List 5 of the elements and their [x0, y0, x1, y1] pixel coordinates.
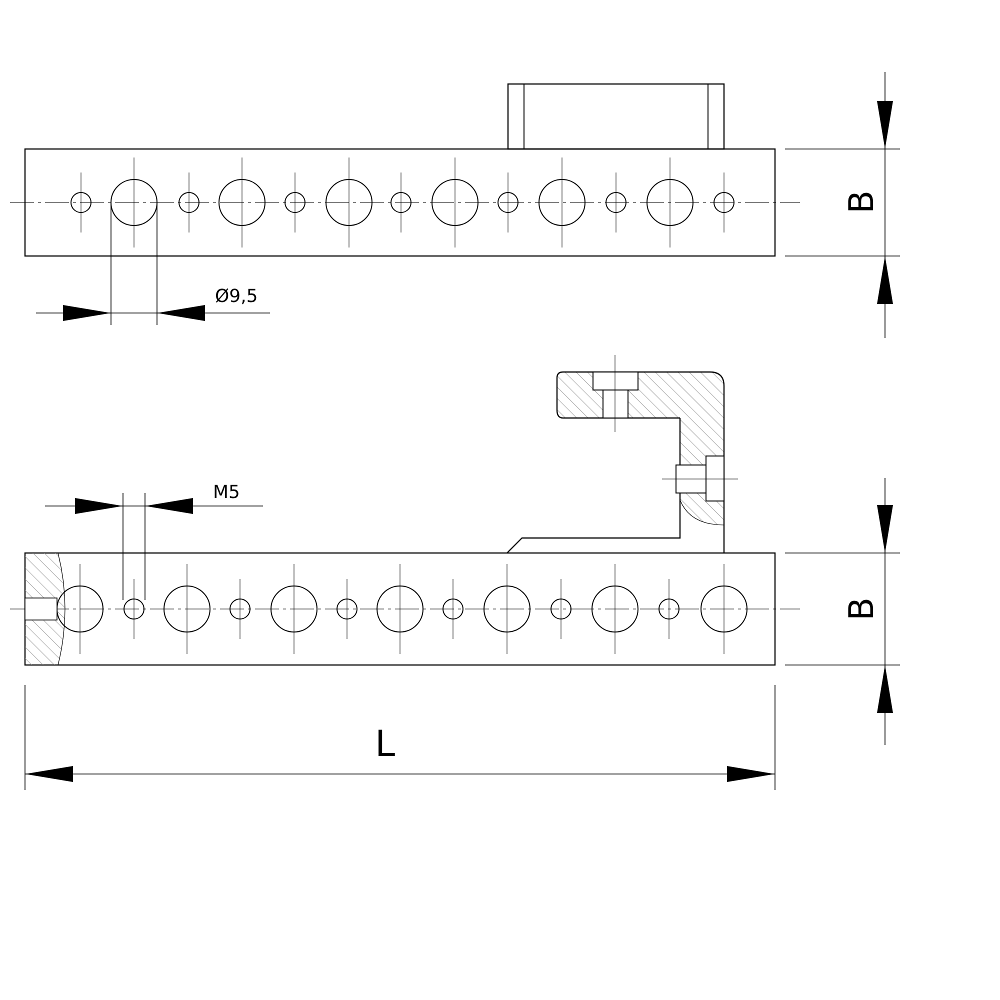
dimension-label: Ø9,5 [215, 288, 258, 306]
dimension-label: B [845, 597, 879, 621]
dimension-label: L [374, 727, 396, 763]
dimension-label: B [845, 190, 879, 214]
dimension-label: M5 [213, 484, 240, 502]
